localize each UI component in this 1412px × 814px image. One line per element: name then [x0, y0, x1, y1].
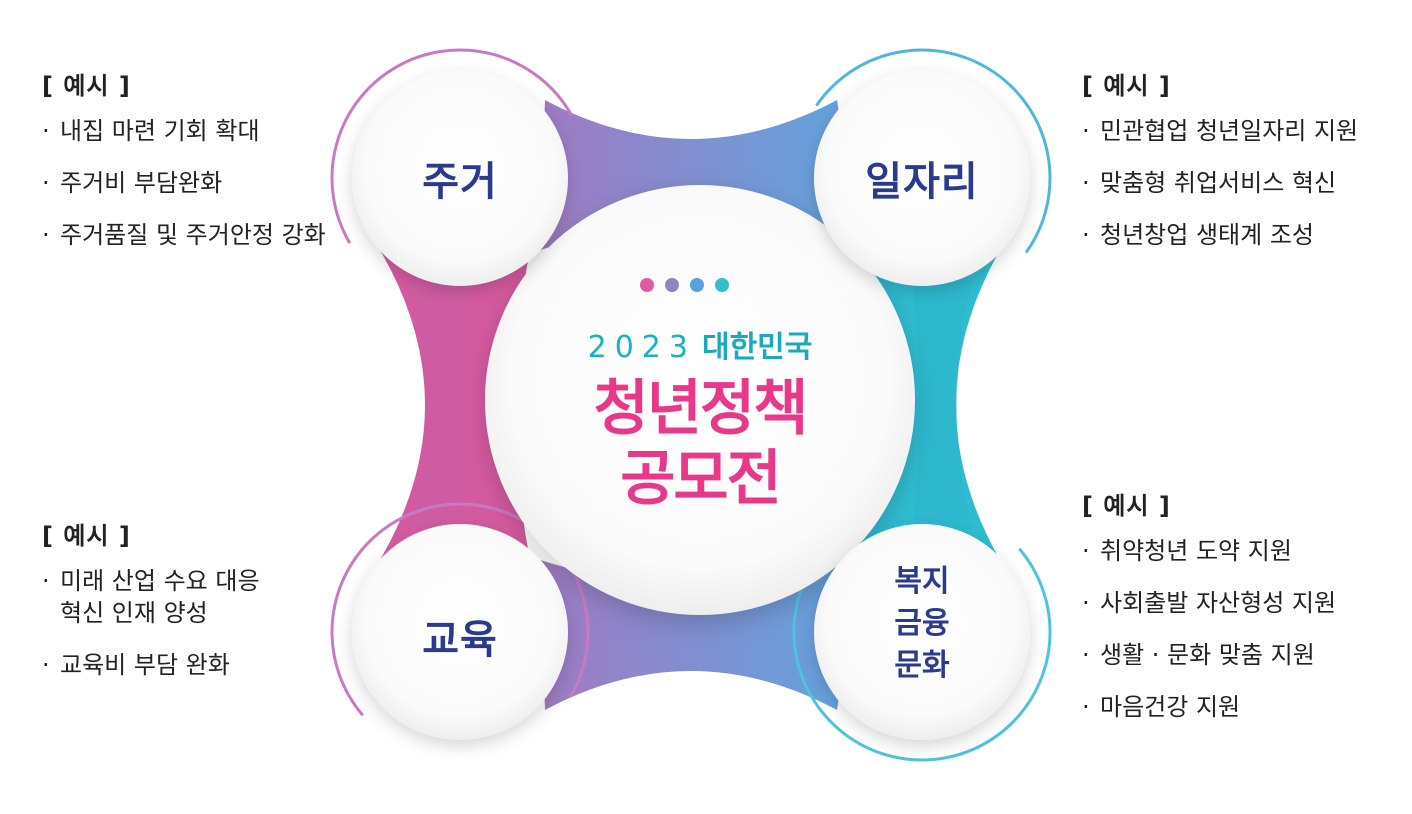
example-item-text: 민관협업 청년일자리 지원 [1100, 117, 1359, 145]
example-item: ·사회출발 자산형성 지원 [1082, 589, 1337, 617]
center-title-line1: 청년정책 [593, 374, 809, 444]
band-left-shade [410, 280, 470, 530]
outer-rings [330, 48, 1052, 762]
example-item-text: 생활 · 문화 맞춤 지원 [1100, 641, 1315, 669]
example-item-text: 취약청년 도약 지원 [1100, 537, 1292, 565]
node-label-welfare: 복지 금융 문화 [822, 524, 1022, 724]
dot-2 [665, 278, 679, 292]
example-header: [ 예시 ] [42, 522, 131, 550]
example-item: ·교육비 부담 완화 [42, 651, 230, 679]
dot-1 [640, 278, 654, 292]
example-group-housing: [ 예시 ] ·내집 마련 기회 확대 ·주거비 부담완화 ·주거품질 및 주거… [42, 66, 326, 271]
node-disc-housing [352, 70, 568, 286]
example-item: ·청년창업 생태계 조성 [1082, 221, 1314, 249]
dot-3 [690, 278, 704, 292]
decorative-dots [640, 278, 740, 292]
node-label-housing: 주거 [360, 78, 560, 278]
band-left [380, 250, 530, 560]
center-disc [485, 185, 915, 615]
node-disc-jobs [814, 70, 1030, 286]
example-header: [ 예시 ] [1082, 72, 1171, 100]
dot-4 [715, 278, 729, 292]
example-item-text: 마음건강 지원 [1100, 693, 1241, 721]
center-country: 대한민국 [701, 330, 813, 365]
example-item: ·내집 마련 기회 확대 [42, 117, 260, 145]
node-discs [352, 70, 1030, 740]
example-item: ·미래 산업 수요 대응 혁신 인재 양성 [42, 567, 260, 627]
example-item-text: 청년창업 생태계 조성 [1100, 221, 1314, 249]
example-item: ·취약청년 도약 지원 [1082, 537, 1292, 565]
node-label-jobs: 일자리 [822, 78, 1022, 278]
example-group-education: [ 예시 ] ·미래 산업 수요 대응 혁신 인재 양성 ·교육비 부담 완화 [42, 516, 260, 701]
node-disc-welfare [814, 524, 1030, 740]
ring-welfare [792, 548, 1052, 762]
example-header: [ 예시 ] [42, 72, 131, 100]
example-item-text: 교육비 부담 완화 [60, 651, 230, 679]
ring-housing [330, 48, 573, 244]
center-title-line2: 공모전 [620, 444, 782, 514]
example-item-text: 주거품질 및 주거안정 강화 [60, 221, 326, 249]
example-item-text: 맞춤형 취업서비스 혁신 [1100, 169, 1337, 197]
example-item: ·생활 · 문화 맞춤 지원 [1082, 641, 1315, 669]
example-item-text: 주거비 부담완화 [60, 169, 223, 197]
node-disc-education [352, 524, 568, 740]
example-item-text: 미래 산업 수요 대응 혁신 인재 양성 [60, 567, 260, 627]
example-item: ·마음건강 지원 [1082, 693, 1241, 721]
example-item-text: 사회출발 자산형성 지원 [1100, 589, 1337, 617]
node-label-education: 교육 [360, 536, 560, 736]
node-housing-text: 주거 [422, 159, 498, 205]
example-header: [ 예시 ] [1082, 492, 1171, 520]
node-welfare-text-3: 문화 [894, 648, 950, 683]
example-item: ·주거비 부담완화 [42, 169, 223, 197]
center-year: 2023 [587, 330, 696, 365]
node-education-text: 교육 [422, 617, 498, 663]
node-welfare-text-1: 복지 [894, 564, 950, 599]
example-item: ·주거품질 및 주거안정 강화 [42, 221, 326, 249]
ring-education [330, 502, 590, 716]
example-group-welfare: [ 예시 ] ·취약청년 도약 지원 ·사회출발 자산형성 지원 ·생활 · 문… [1082, 486, 1336, 743]
example-item: ·맞춤형 취업서비스 혁신 [1082, 169, 1337, 197]
band-right-shade [912, 280, 972, 530]
ring-jobs [815, 48, 1052, 253]
example-group-jobs: [ 예시 ] ·민관협업 청년일자리 지원 ·맞춤형 취업서비스 혁신 ·청년창… [1082, 66, 1358, 271]
node-welfare-text-2: 금융 [894, 606, 950, 641]
example-item-text: 내집 마련 기회 확대 [60, 117, 260, 145]
example-item: ·민관협업 청년일자리 지원 [1082, 117, 1359, 145]
node-jobs-text: 일자리 [865, 159, 979, 205]
